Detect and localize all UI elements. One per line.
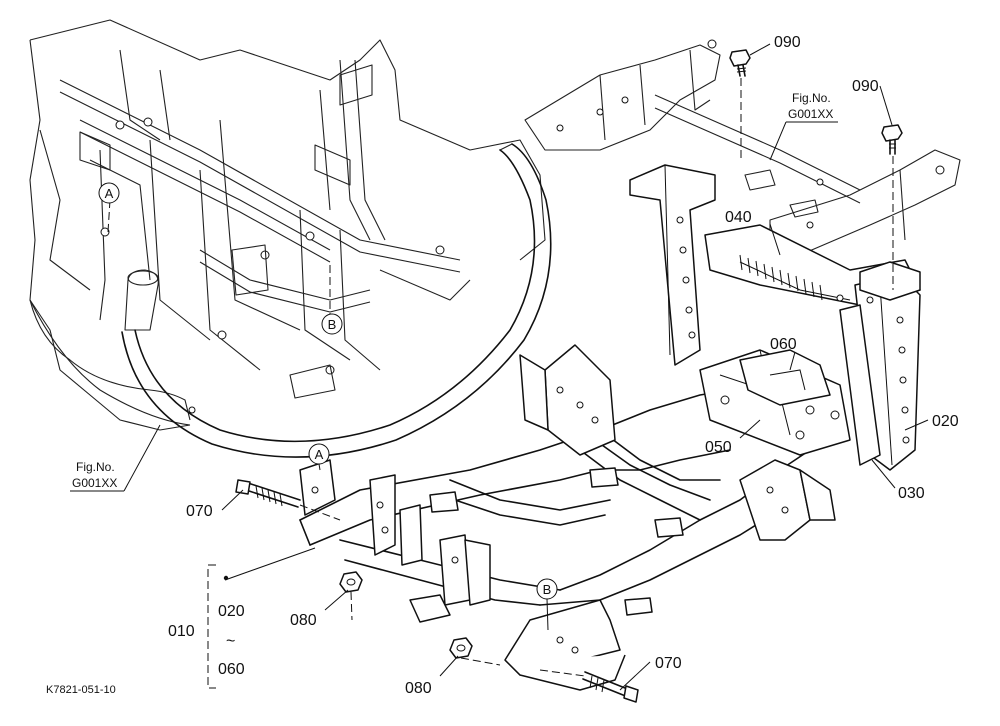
part-080-right-label: 080 (405, 680, 432, 697)
part-020-label: 020 (932, 413, 959, 430)
part-090-right-label: 090 (852, 78, 879, 95)
rear-upright-structure (629, 164, 921, 471)
part-070-left-label: 070 (186, 503, 213, 520)
callout-b-upper: B (321, 313, 343, 335)
part-010-label: 010 (168, 623, 195, 640)
center-lines (107, 78, 894, 677)
part-020-range-start-label: 020 (218, 603, 245, 620)
part-070-right-label: 070 (655, 655, 682, 672)
part-040-label: 040 (725, 209, 752, 226)
bolt-090-left (729, 49, 751, 77)
range-symbol: ~ (226, 633, 235, 650)
part-090-left-label: 090 (774, 34, 801, 51)
part-060-label: 060 (770, 336, 797, 353)
callout-a-upper: A (98, 182, 120, 204)
bolt-070-left (235, 479, 301, 508)
callout-b-lower: B (536, 578, 558, 631)
bolt-090-right (881, 124, 903, 155)
part-030-label: 030 (898, 485, 925, 502)
grill-slots (739, 254, 823, 301)
part-050-label: 050 (705, 439, 732, 456)
part-080-left-label: 080 (290, 612, 317, 629)
fig-ref-upper-line2: G001XX (788, 107, 833, 121)
drawing-code: K7821-051-10 (46, 684, 116, 696)
nut-080-left (339, 571, 363, 593)
fig-reference-lower: Fig.No. G001XX (72, 460, 117, 490)
callout-a-upper-label: A (105, 186, 114, 201)
nut-080-right (449, 637, 473, 659)
range-bracket (207, 564, 229, 689)
part-labels: 010 020 ~ 060 020 030 040 050 060 070 07… (168, 34, 959, 697)
fig-reference-upper: Fig.No. G001XX (788, 91, 833, 121)
fig-ref-lower-line2: G001XX (72, 476, 117, 490)
bolt-070-right (582, 671, 639, 703)
callout-a-lower: A (308, 443, 330, 471)
leader-lines (70, 43, 929, 691)
fig-ref-lower-line1: Fig.No. (76, 460, 115, 474)
callout-b-upper-label: B (328, 317, 337, 332)
callout-a-lower-label: A (315, 447, 324, 462)
fig-ref-upper-line1: Fig.No. (792, 91, 831, 105)
vehicle-body-ghost (29, 19, 552, 458)
upper-frame-ghost (524, 39, 961, 256)
callout-b-lower-label: B (543, 582, 552, 597)
part-060-range-end-label: 060 (218, 661, 245, 678)
